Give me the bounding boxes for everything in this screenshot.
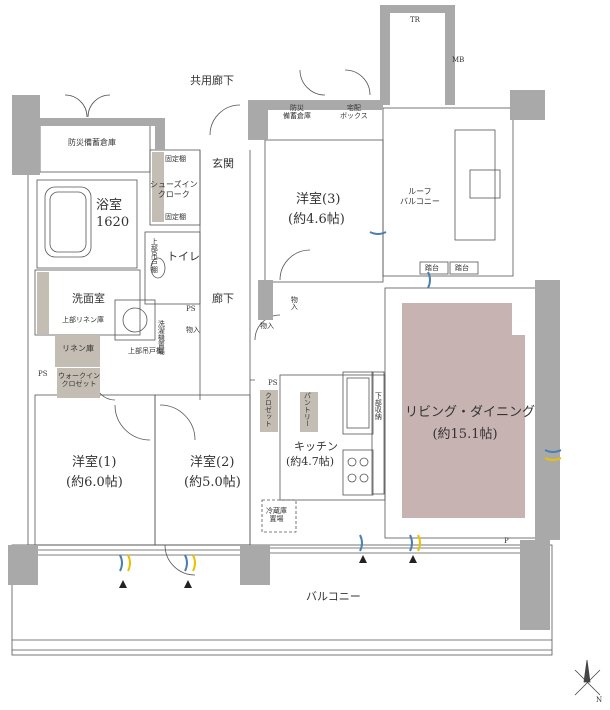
storage-hall-label: 物入 bbox=[260, 322, 274, 330]
fridge-label: 冷蔵庫 置場 bbox=[266, 507, 287, 524]
bath-size: 1620 bbox=[96, 215, 130, 230]
p-mark-label: P bbox=[504, 537, 509, 545]
storage-room3-label: 物入 bbox=[290, 296, 299, 310]
bath-name: 浴室 bbox=[96, 198, 123, 213]
living-room-area bbox=[402, 303, 525, 518]
toilet-cabinet-label: 上部吊戸棚 bbox=[150, 238, 159, 273]
toilet-label: トイレ bbox=[167, 250, 200, 263]
washroom-label: 洗面室 bbox=[72, 292, 105, 305]
ps-wash-label: PS bbox=[186, 305, 196, 313]
kitchen-size: (約4.7帖) bbox=[286, 455, 335, 468]
stand-1-label: 踏台 bbox=[425, 264, 439, 272]
common-corridor-label: 共用廊下 bbox=[190, 74, 234, 87]
fixed-shelf-1-label: 固定棚 bbox=[165, 155, 186, 163]
washer-label: 洗濯機置場 bbox=[157, 320, 166, 355]
balcony-label: バルコニー bbox=[306, 590, 361, 603]
room1-size: (約6.0帖) bbox=[66, 475, 123, 490]
room2-size: (約5.0帖) bbox=[184, 475, 241, 490]
living-size: (約15.1帖) bbox=[432, 427, 498, 442]
room1-name: 洋室(1) bbox=[72, 455, 117, 470]
under-storage-label: 下部収納 bbox=[374, 392, 383, 420]
kitchen-name: キッチン bbox=[294, 440, 338, 453]
fixed-shelf-2-label: 固定棚 bbox=[165, 213, 186, 221]
ps-left-label: PS bbox=[38, 370, 48, 378]
entrance-label: 玄関 bbox=[212, 157, 234, 170]
shoe-closet-label: シューズイン クローク bbox=[150, 180, 198, 199]
storage-wash-label: 物入 bbox=[186, 326, 200, 334]
walls bbox=[8, 5, 560, 630]
upper-linen-label: 上部リネン庫 bbox=[62, 316, 104, 324]
delivery-box-label: 宅配 ボックス bbox=[340, 104, 368, 121]
tr-label: TR bbox=[410, 16, 420, 24]
room2-name: 洋室(2) bbox=[190, 455, 235, 470]
walkin-closet-label: ウォークイン クロゼット bbox=[58, 372, 100, 389]
storage-right-label: 防災 備蓄倉庫 bbox=[283, 104, 311, 121]
ps-kitchen-label: PS bbox=[268, 379, 278, 387]
aircon-markers bbox=[119, 231, 562, 588]
windows bbox=[38, 547, 520, 556]
compass-icon bbox=[574, 659, 601, 696]
linen-label: リネン庫 bbox=[62, 344, 94, 353]
room-outlines bbox=[11, 69, 553, 656]
room3-size: (約4.6帖) bbox=[288, 212, 345, 227]
mb-label: MB bbox=[452, 56, 465, 64]
storage-fills bbox=[37, 152, 318, 432]
roof-balcony-label: ルーフ バルコニー bbox=[400, 187, 440, 206]
north-label: N bbox=[596, 696, 603, 704]
upper-cabinet-wash-label: 上部吊戸棚 bbox=[128, 347, 163, 355]
room3-name: 洋室(3) bbox=[296, 192, 341, 207]
stand-2-label: 踏台 bbox=[455, 264, 469, 272]
storage-left-label: 防災備蓄倉庫 bbox=[68, 138, 116, 147]
closet-label: クロゼット bbox=[264, 392, 273, 427]
living-name: リビング・ダイニング bbox=[405, 405, 536, 420]
hall-label: 廊下 bbox=[212, 292, 234, 305]
pantry-label: パントリー bbox=[303, 392, 312, 427]
